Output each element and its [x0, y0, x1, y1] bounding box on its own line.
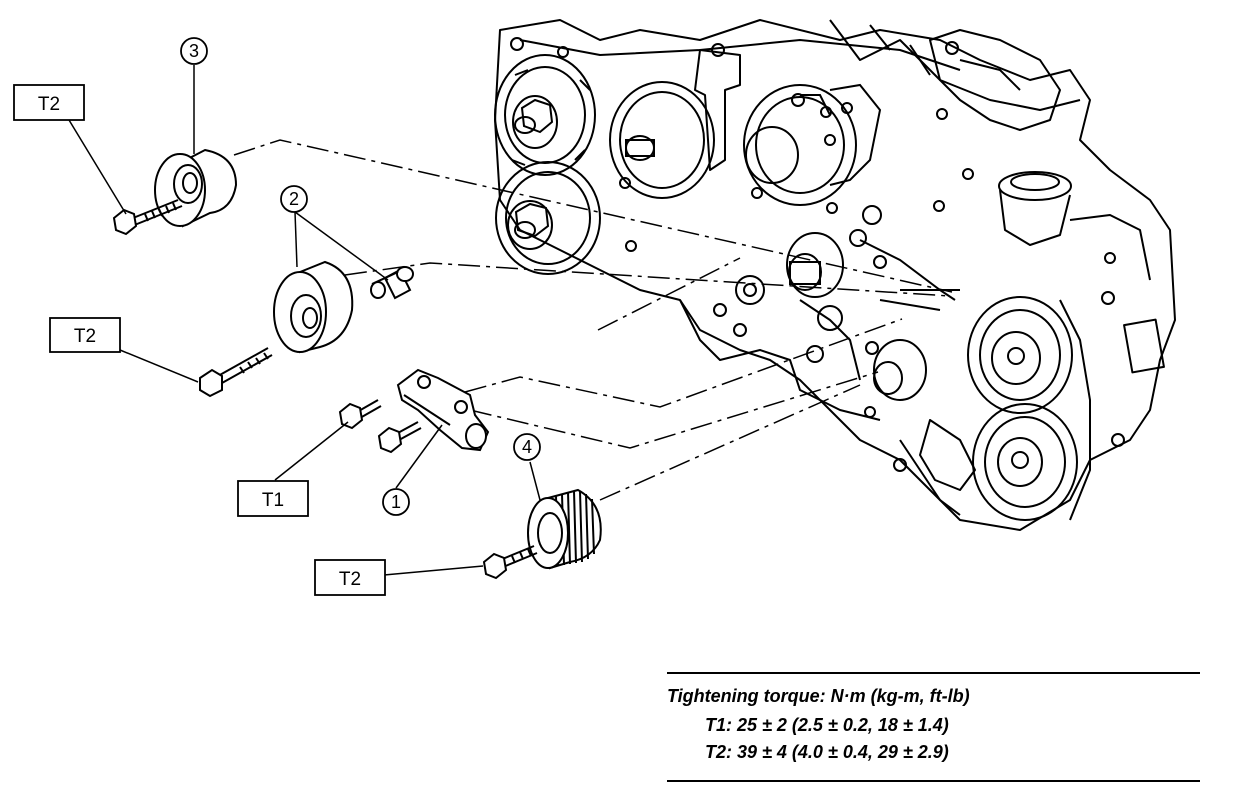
torque-box-t2-part-2: T2 [49, 317, 121, 353]
torque-box-t1-part-1: T1 [237, 480, 309, 517]
torque-box-t2-part-3: T2 [13, 84, 85, 121]
callout-leaders [68, 65, 541, 576]
callout-2-number: 2 [289, 189, 299, 209]
idler-pulley-part-2 [273, 260, 354, 354]
cam-pulley-upper-right [743, 83, 882, 206]
crank-pulley-lower [972, 403, 1078, 521]
bolt-part-4 [482, 545, 538, 580]
cam-pulley-lower-left [495, 161, 637, 275]
callout-3-number: 3 [189, 41, 199, 61]
torque-row-t1: T1: 25 ± 2 (2.5 ± 0.2, 18 ± 1.4) [705, 715, 949, 735]
torque-label-t2-part-2: T2 [74, 326, 96, 347]
torque-label-t2-part-3: T2 [38, 94, 60, 115]
callout-2: 2 [280, 185, 308, 213]
tensioner-part-1 [396, 368, 490, 452]
engine-assembly [494, 19, 1176, 531]
callout-1-number: 1 [391, 492, 401, 512]
bolt-part-1-upper [338, 399, 382, 430]
torque-table-title: Tightening torque: N·m (kg-m, ft-lb) [667, 686, 970, 706]
crank-area-idler [865, 339, 927, 401]
timing-belt-guide [859, 239, 1091, 521]
sprocket-part-4 [527, 488, 602, 570]
idler-center [786, 200, 945, 298]
bolt-part-2 [199, 347, 273, 398]
cam-pulley-upper-left [494, 37, 596, 176]
bolt-part-1-lower [377, 421, 422, 454]
callout-4: 4 [513, 433, 541, 461]
alignment-lines [233, 139, 953, 501]
idler-pulley-part-3 [154, 148, 238, 228]
callout-3: 3 [180, 37, 208, 65]
torque-label-t2-part-4: T2 [339, 569, 361, 590]
idler-pulley-upper-center [609, 81, 715, 199]
callout-4-number: 4 [522, 437, 532, 457]
crank-pulley-upper [967, 296, 1073, 414]
torque-row-t2: T2: 39 ± 4 (4.0 ± 0.4, 29 ± 2.9) [705, 742, 949, 762]
torque-box-t2-part-4: T2 [314, 559, 386, 596]
torque-label-t1-part-1: T1 [262, 490, 284, 511]
callout-1: 1 [382, 488, 410, 516]
torque-specification-table: Tightening torque: N·m (kg-m, ft-lb) T1:… [667, 672, 1200, 782]
